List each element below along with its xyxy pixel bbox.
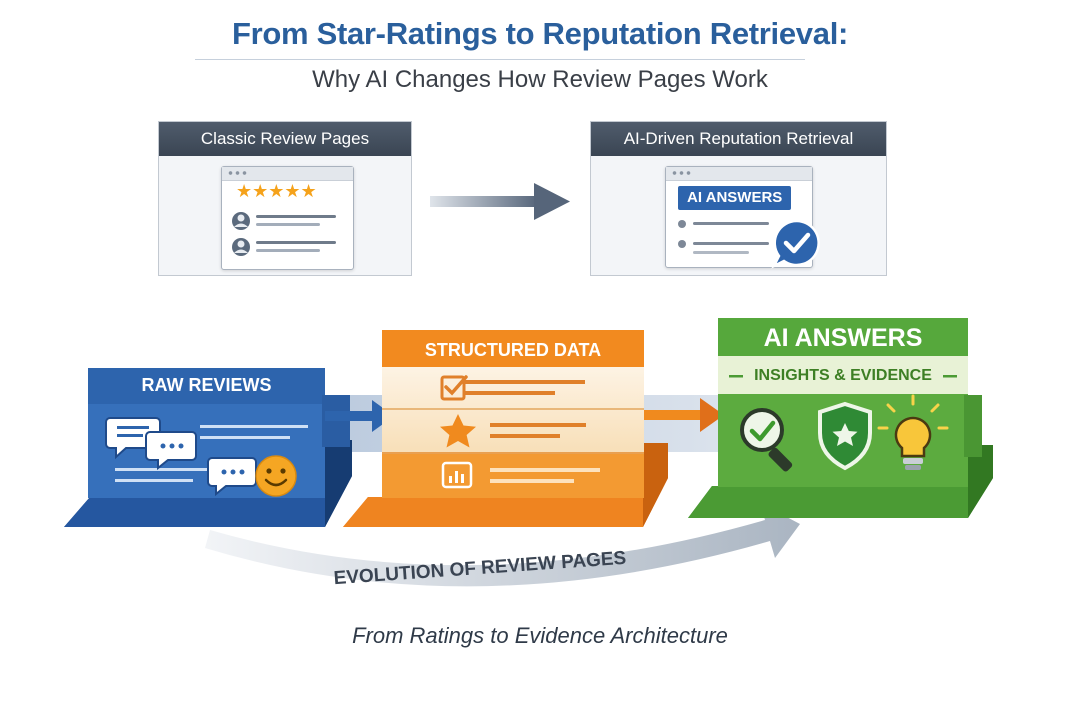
window-dots-icon — [227, 171, 249, 175]
stage-ai-answers-subtitle: INSIGHTS & EVIDENCE — [754, 367, 932, 384]
classic-panel: Classic Review Pages ★★★★★ — [158, 121, 412, 276]
user-avatar-icon — [232, 212, 250, 230]
transition-arrow-icon — [430, 183, 570, 220]
chat-bubbles-icon — [105, 417, 257, 497]
page-title: From Star-Ratings to Reputation Retrieva… — [231, 16, 849, 51]
stage-structured-data-title: STRUCTURED DATA — [424, 340, 602, 360]
classic-star-rating: ★★★★★ — [236, 181, 317, 202]
checkbox-icon — [440, 375, 468, 401]
footer-caption: From Ratings to Evidence Architecture — [352, 623, 728, 648]
verified-chat-icon — [771, 219, 820, 269]
window-titlebar — [666, 167, 812, 181]
stage-ai-answers-title: AI ANSWERS — [763, 324, 923, 352]
ai-answers-badge: AI ANSWERS — [678, 186, 792, 210]
page-subtitle: Why AI Changes How Review Pages Work — [312, 66, 768, 93]
stage-structured-data — [343, 330, 668, 527]
classic-review-list — [232, 212, 336, 256]
user-avatar-icon — [232, 238, 250, 256]
stage-raw-reviews-title: RAW REVIEWS — [141, 375, 272, 395]
bar-chart-icon — [441, 461, 473, 489]
shield-star-icon — [818, 401, 872, 471]
window-titlebar — [222, 167, 353, 181]
star-icon — [440, 414, 476, 448]
evolution-arrow-icon — [205, 503, 800, 587]
ai-answer-list — [678, 220, 769, 254]
magnifier-check-icon — [740, 408, 793, 472]
title-divider — [195, 59, 805, 60]
classic-window: ★★★★★ — [221, 166, 354, 270]
ai-panel: AI-Driven Reputation Retrieval AI ANSWER… — [590, 121, 887, 276]
flow-arrow-icon — [644, 398, 724, 432]
smiley-face-icon — [255, 455, 297, 497]
pipeline-diagram — [64, 318, 993, 587]
window-dots-icon — [671, 171, 693, 175]
ai-panel-title: AI-Driven Reputation Retrieval — [591, 122, 886, 156]
classic-panel-title: Classic Review Pages — [159, 122, 411, 156]
lightbulb-icon — [877, 394, 949, 470]
